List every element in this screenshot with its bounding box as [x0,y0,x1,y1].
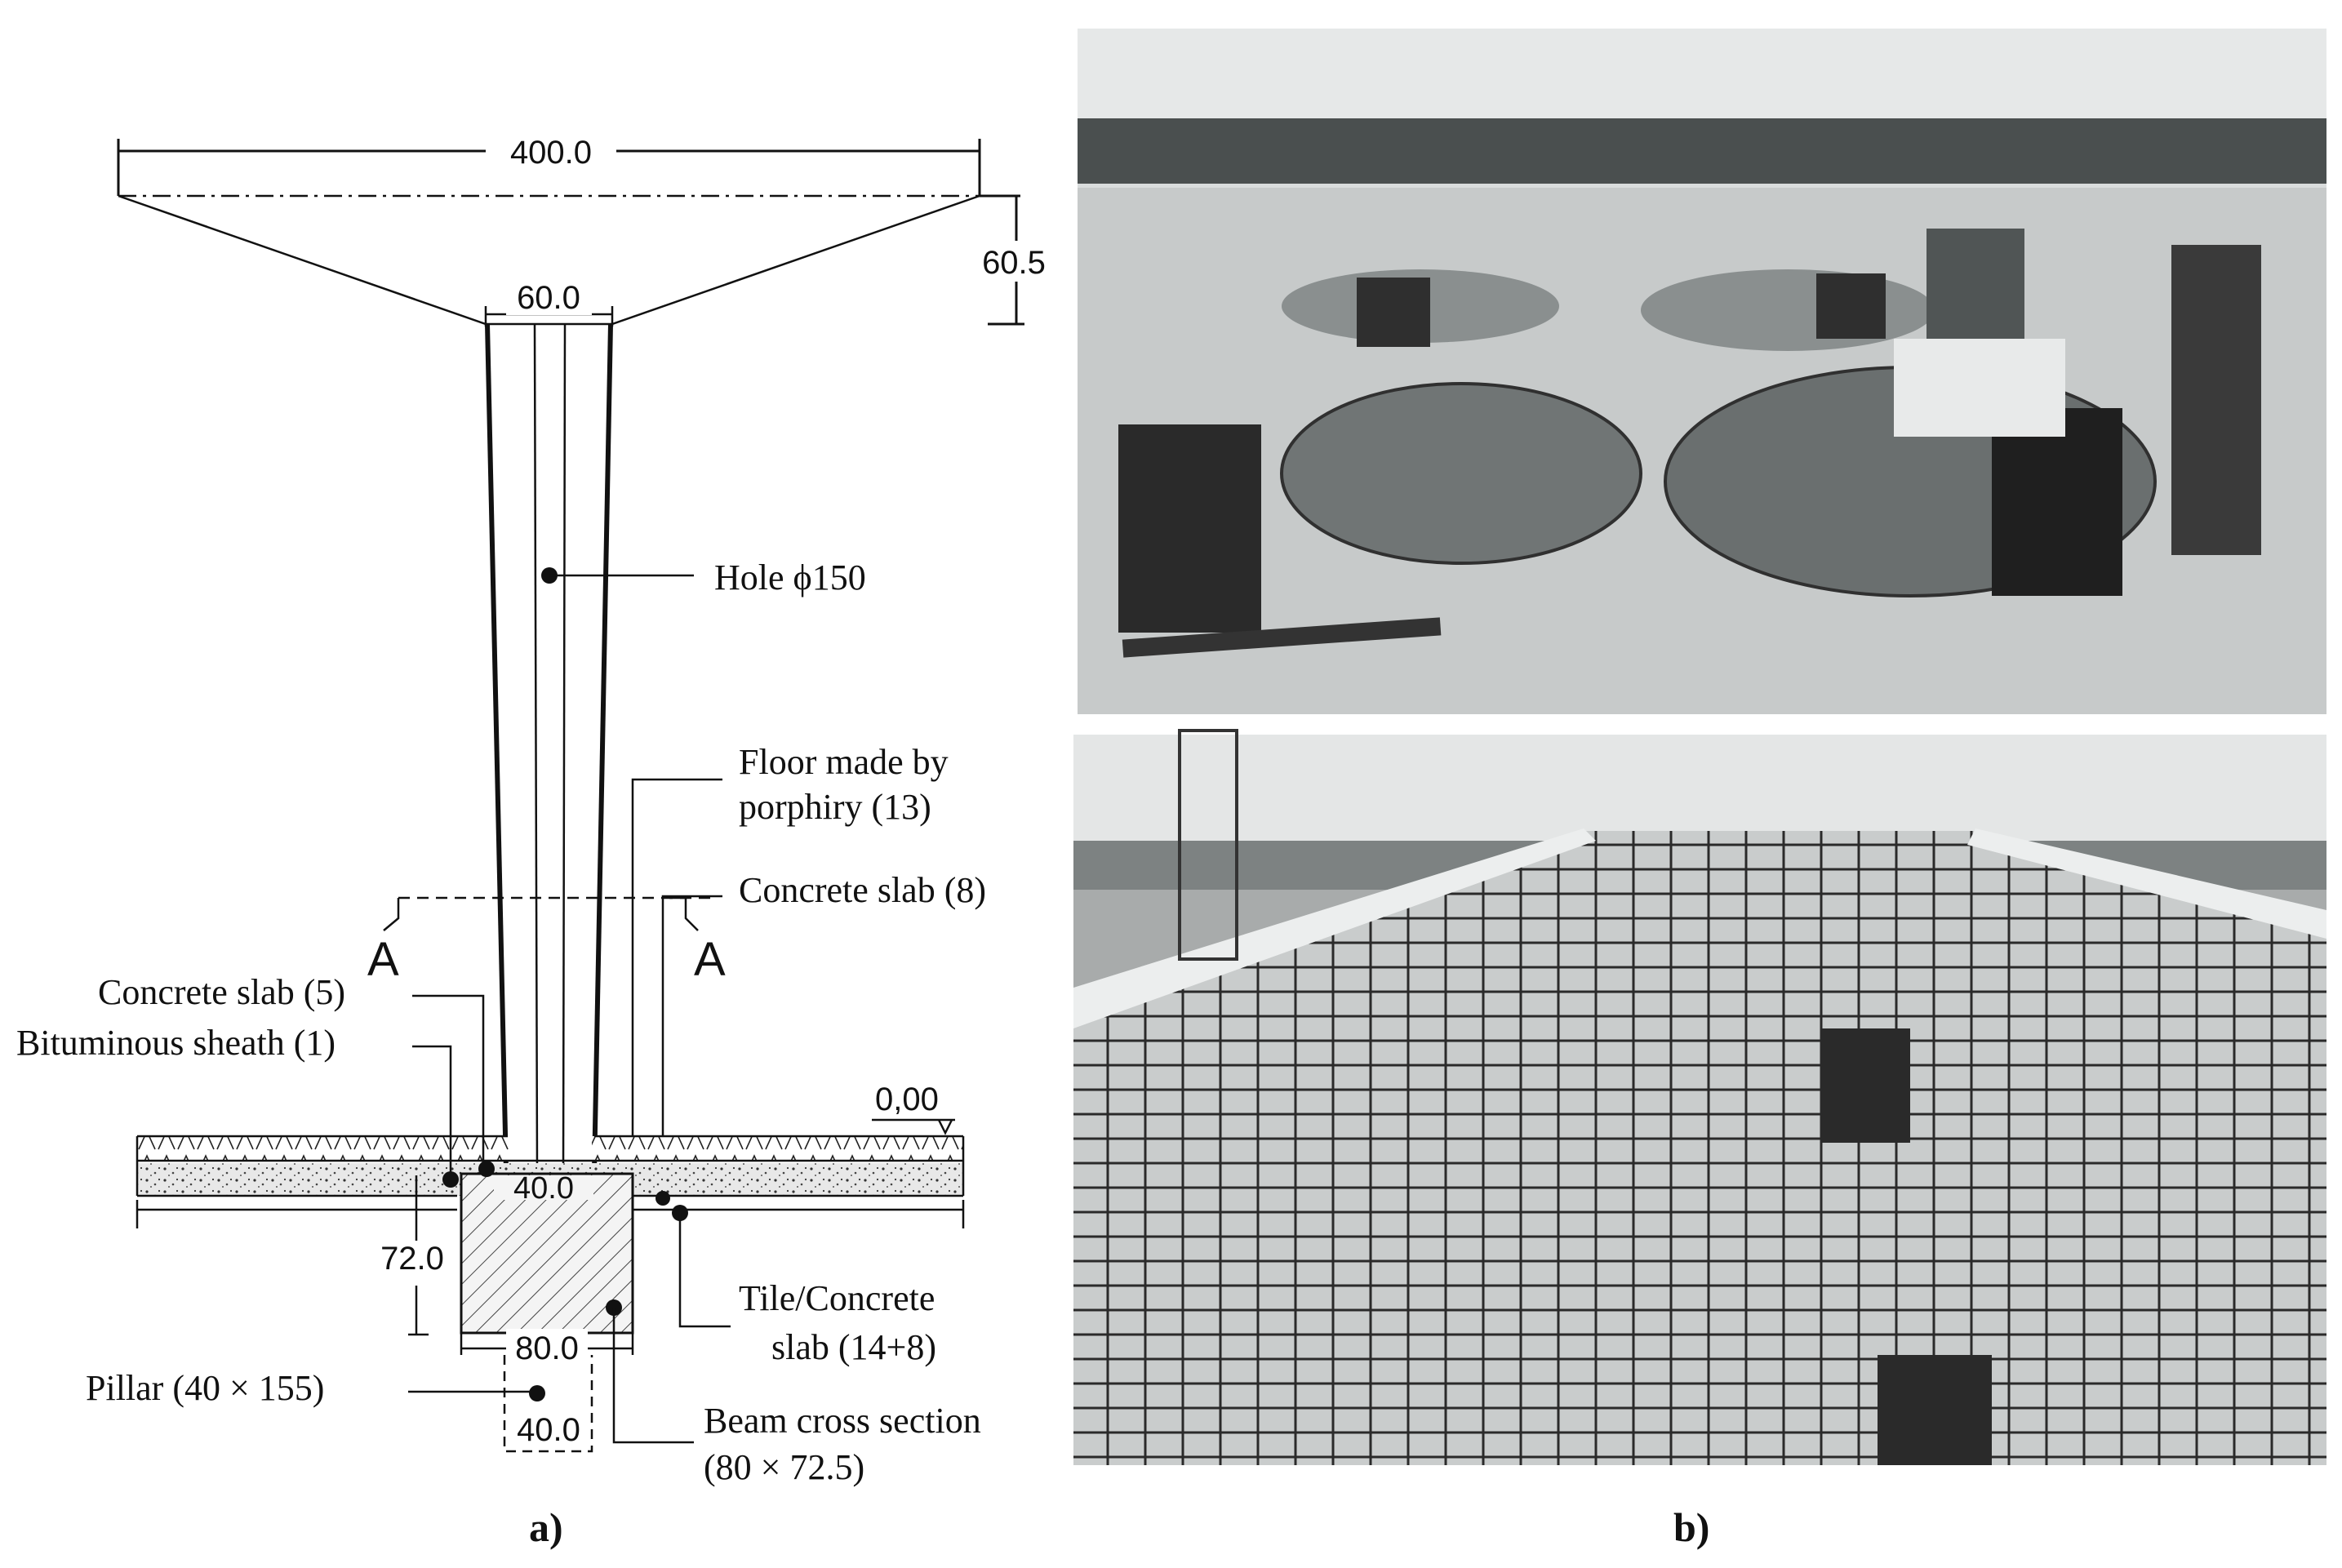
dim-top-width: 400.0 [510,135,592,171]
dimension-top-width: 400.0 [117,131,981,196]
label-hole: Hole ϕ150 [714,557,866,597]
photo-bottom [1073,729,2326,1465]
label-slab8: Concrete slab (8) [739,870,986,910]
dim-head-height: 60.5 [982,245,1046,281]
panel-a-drawing: 400.0 60.5 60.0 [16,131,1061,1550]
label-floor-line2: porphiry (13) [739,787,931,827]
column-head-outline [118,194,980,326]
section-line-a-a: A A [367,896,726,986]
caption-a: a) [529,1504,563,1550]
label-slab5: Concrete slab (5) [98,972,345,1012]
dim-beam-top-width: 40.0 [513,1171,574,1206]
label-bitumen: Bituminous sheath (1) [16,1023,336,1063]
beam-cross-section: 40.0 [460,1171,634,1335]
label-tile-line1: Tile/Concrete [739,1278,935,1318]
level-mark: 0,00 [875,1082,939,1117]
dim-neck-width: 60.0 [517,280,580,316]
label-floor-line1: Floor made by [739,742,949,782]
column-shaft [485,323,613,1172]
caption-b: b) [1673,1504,1709,1550]
label-beam-line2: (80 × 72.5) [704,1447,864,1487]
label-tile-line2: slab (14+8) [771,1327,936,1367]
section-mark-left: A [367,933,399,986]
label-pillar: Pillar (40 × 155) [86,1368,324,1408]
label-beam-line1: Beam cross section [704,1401,981,1441]
dim-beam-bottom-width: 80.0 [515,1330,579,1366]
panel-b-photos: b) [1073,29,2326,1550]
photo-top [1078,29,2326,714]
dimension-head-height: 60.5 [971,194,1061,326]
section-mark-right: A [694,933,726,986]
dim-pillar-width: 40.0 [517,1412,580,1448]
dim-beam-height: 72.0 [380,1241,444,1277]
dimension-neck-width: 60.0 [484,279,614,326]
floor-layers [136,1135,965,1228]
